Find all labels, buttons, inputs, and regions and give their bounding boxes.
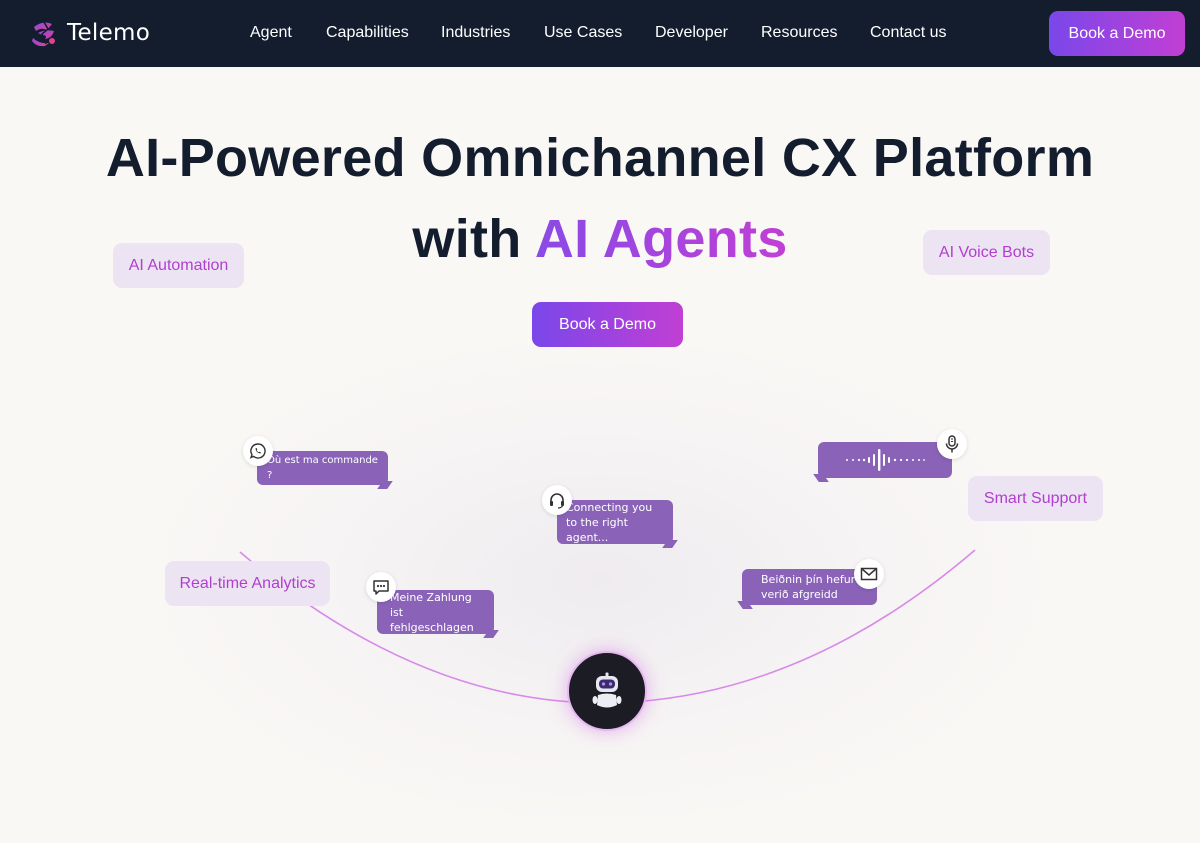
hero-title-accent: AI Agents bbox=[534, 209, 788, 269]
microphone-badge bbox=[937, 429, 967, 459]
nav-item-developer[interactable]: Developer bbox=[655, 24, 728, 41]
nav-item-resources[interactable]: Resources bbox=[761, 24, 838, 41]
waveform-icon bbox=[846, 449, 925, 471]
headset-icon bbox=[550, 493, 564, 509]
voice-message-bubble bbox=[818, 442, 952, 478]
chat-badge bbox=[366, 572, 396, 602]
chat-bubble-text: Connecting you to the right agent... bbox=[566, 500, 653, 544]
brand-name: Telemo bbox=[67, 20, 151, 46]
chat-bubble-french: Où est ma commande ? bbox=[257, 451, 388, 485]
headset-badge bbox=[542, 485, 572, 515]
mail-icon bbox=[860, 567, 878, 581]
mail-badge bbox=[854, 559, 884, 589]
chat-bubble-text: Meine Zahlung ist fehlgeschlagen bbox=[390, 590, 474, 634]
hero-title-line-1: AI-Powered Omnichannel CX Platform bbox=[105, 128, 1095, 188]
whatsapp-badge bbox=[243, 436, 273, 466]
tag-smart-support: Smart Support bbox=[968, 476, 1103, 521]
chat-bubble-text: Où est ma commande ? bbox=[267, 455, 378, 481]
whatsapp-icon bbox=[249, 443, 266, 459]
hero-book-demo-button[interactable]: Book a Demo bbox=[532, 302, 683, 347]
nav-book-demo-button[interactable]: Book a Demo bbox=[1049, 11, 1185, 56]
robot-icon bbox=[592, 672, 622, 708]
chat-icon bbox=[373, 580, 389, 595]
nav-item-contact-us[interactable]: Contact us bbox=[870, 24, 947, 41]
telemo-logo-icon bbox=[32, 21, 55, 47]
tag-real-time-analytics: Real-time Analytics bbox=[165, 561, 330, 606]
brand-logo[interactable]: Telemo bbox=[30, 18, 150, 48]
tag-ai-voice-bots: AI Voice Bots bbox=[923, 230, 1050, 275]
microphone-icon bbox=[945, 435, 959, 453]
tag-ai-automation: AI Automation bbox=[113, 243, 244, 288]
chat-bubble-agent-routing: Connecting you to the right agent... bbox=[557, 500, 673, 544]
main-menu: Agent Capabilities Industries Use Cases … bbox=[0, 24, 1200, 44]
hero-title-line-2: with AI Agents bbox=[0, 208, 1200, 270]
hero-title-prefix: with bbox=[412, 209, 535, 269]
chat-bubble-text: Beiðnin þín hefur verið afgreidd bbox=[761, 573, 856, 601]
chat-bubble-german: Meine Zahlung ist fehlgeschlagen bbox=[377, 590, 494, 634]
nav-item-industries[interactable]: Industries bbox=[441, 24, 511, 41]
nav-item-capabilities[interactable]: Capabilities bbox=[326, 24, 409, 41]
ai-agent-avatar bbox=[567, 651, 647, 731]
nav-item-agent[interactable]: Agent bbox=[250, 24, 292, 41]
top-navbar: Telemo Agent Capabilities Industries Use… bbox=[0, 0, 1200, 67]
nav-item-use-cases[interactable]: Use Cases bbox=[544, 24, 623, 41]
